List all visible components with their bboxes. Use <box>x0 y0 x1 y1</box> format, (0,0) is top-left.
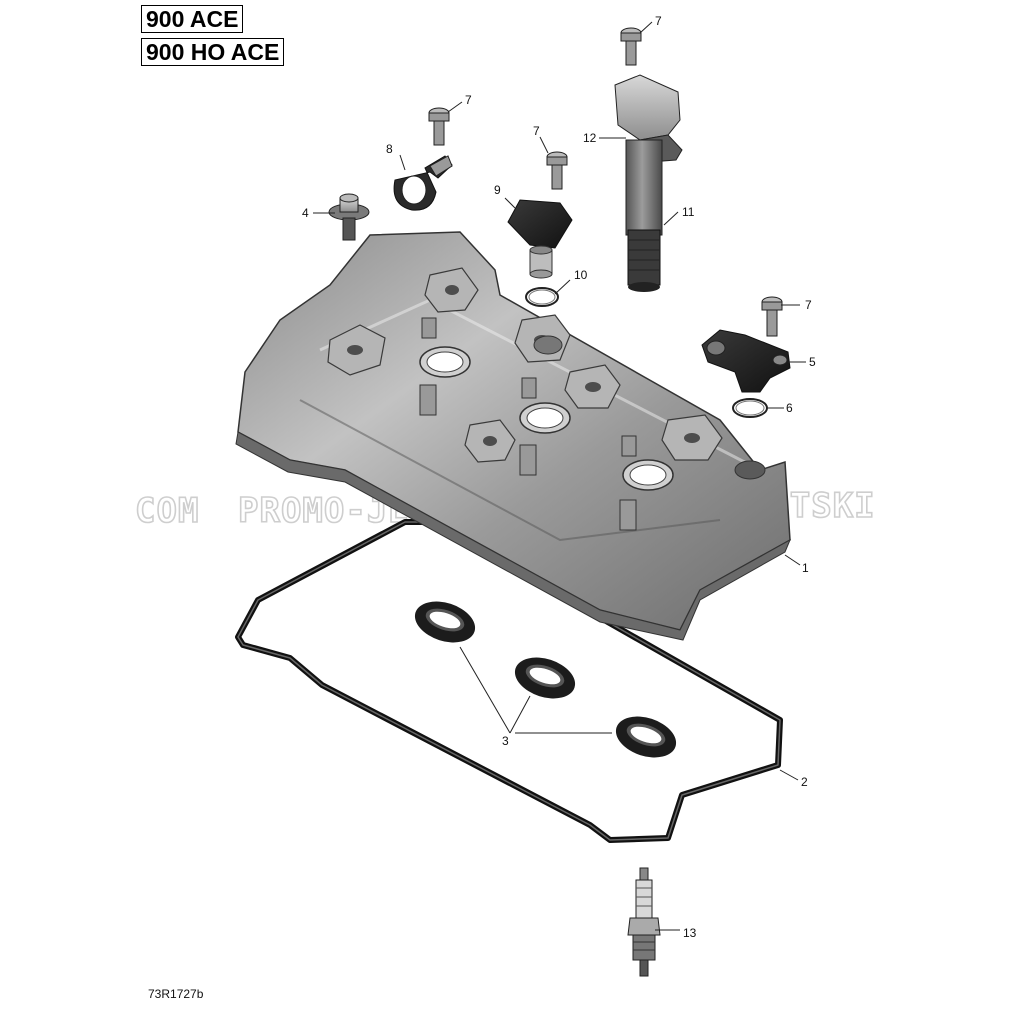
callout-9: 9 <box>494 183 501 197</box>
shoulder-screw <box>328 193 370 241</box>
cable-clamp <box>393 155 453 211</box>
model-label-900-ace: 900 ACE <box>141 5 244 33</box>
callout-12: 12 <box>583 131 597 145</box>
well-seal-2 <box>514 657 576 699</box>
watermark-text-1: COM <box>135 491 199 531</box>
callout-8: 8 <box>386 142 393 156</box>
callout-1: 1 <box>802 561 809 575</box>
screw-clamp <box>428 107 450 146</box>
screws-7 <box>428 27 783 337</box>
callout-6: 6 <box>786 401 793 415</box>
sensor-9 <box>507 199 573 279</box>
camshaft-position-sensor <box>701 329 791 393</box>
spark-plug-well-seals <box>414 601 677 758</box>
plug-bores <box>419 335 766 491</box>
callout-11: 11 <box>682 205 695 219</box>
well-seal-1 <box>414 601 476 643</box>
reference-code: 73R1727b <box>148 987 204 1001</box>
callout-7: 7 <box>533 124 540 138</box>
o-ring-6 <box>732 398 768 418</box>
callout-4: 4 <box>302 206 309 220</box>
well-seal-3 <box>615 716 677 758</box>
callout-7: 7 <box>655 14 662 28</box>
o-ring-10 <box>525 287 559 307</box>
screw-coil <box>620 27 642 66</box>
leader-lines <box>313 21 806 931</box>
callout-10: 10 <box>574 268 588 282</box>
callout-7: 7 <box>465 93 472 107</box>
screw-cam-sensor <box>761 296 783 337</box>
callout-labels: 7 7 7 7 12 11 8 9 4 10 5 6 1 2 3 13 <box>302 14 816 940</box>
spark-plug <box>627 867 661 977</box>
screw-sensor <box>546 151 568 190</box>
callout-13: 13 <box>683 926 697 940</box>
callout-5: 5 <box>809 355 816 369</box>
callout-7: 7 <box>805 298 812 312</box>
ignition-coil <box>614 74 683 292</box>
model-label-900-ho-ace: 900 HO ACE <box>141 38 285 66</box>
callout-2: 2 <box>801 775 808 789</box>
callout-3: 3 <box>502 734 509 748</box>
valve-cover <box>235 231 792 641</box>
